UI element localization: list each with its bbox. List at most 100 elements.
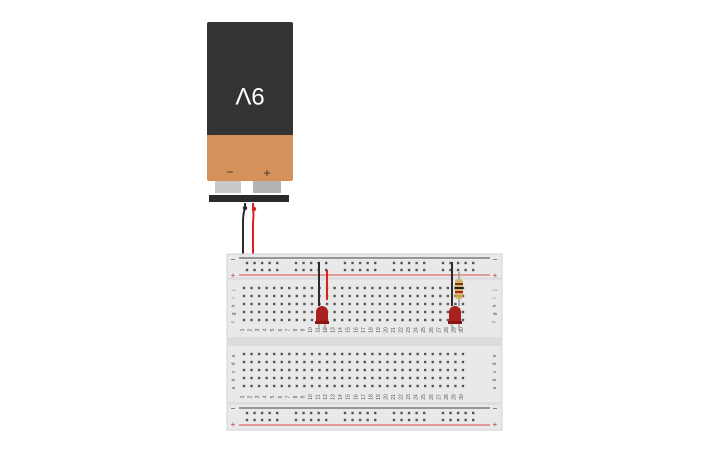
terminal-hole[interactable] xyxy=(401,376,404,380)
terminal-hole[interactable] xyxy=(333,302,336,306)
terminal-hole[interactable] xyxy=(356,384,359,388)
rail-hole[interactable] xyxy=(449,261,452,265)
terminal-hole[interactable] xyxy=(250,376,253,380)
rail-hole[interactable] xyxy=(260,268,264,272)
battery-minus-terminal[interactable] xyxy=(215,181,241,193)
rail-hole[interactable] xyxy=(423,411,426,415)
terminal-hole[interactable] xyxy=(431,368,434,372)
terminal-hole[interactable] xyxy=(288,302,291,306)
terminal-hole[interactable] xyxy=(393,294,397,298)
terminal-hole[interactable] xyxy=(416,376,419,380)
terminal-hole[interactable] xyxy=(257,376,261,380)
terminal-hole[interactable] xyxy=(431,302,434,306)
terminal-hole[interactable] xyxy=(408,360,412,364)
rail-hole[interactable] xyxy=(253,411,256,415)
rail-hole[interactable] xyxy=(317,418,320,422)
rail-hole[interactable] xyxy=(456,268,460,272)
terminal-hole[interactable] xyxy=(454,360,457,364)
terminal-hole[interactable] xyxy=(363,318,366,322)
battery-plus-terminal[interactable] xyxy=(253,181,281,193)
terminal-hole[interactable] xyxy=(446,310,450,314)
terminal-hole[interactable] xyxy=(265,286,268,290)
terminal-hole[interactable] xyxy=(393,384,397,388)
terminal-hole[interactable] xyxy=(446,294,450,298)
rail-hole[interactable] xyxy=(374,268,377,272)
terminal-hole[interactable] xyxy=(348,310,351,314)
terminal-hole[interactable] xyxy=(356,318,359,322)
terminal-hole[interactable] xyxy=(386,294,389,298)
terminal-hole[interactable] xyxy=(325,376,329,380)
terminal-hole[interactable] xyxy=(273,352,276,356)
rail-hole[interactable] xyxy=(358,411,362,415)
rail-hole[interactable] xyxy=(472,268,475,272)
rail-hole[interactable] xyxy=(268,418,271,422)
terminal-hole[interactable] xyxy=(408,368,412,372)
terminal-hole[interactable] xyxy=(303,294,306,298)
terminal-hole[interactable] xyxy=(431,360,434,364)
terminal-hole[interactable] xyxy=(386,352,389,356)
rail-hole[interactable] xyxy=(400,268,403,272)
terminal-hole[interactable] xyxy=(401,310,404,314)
terminal-hole[interactable] xyxy=(363,384,366,388)
terminal-hole[interactable] xyxy=(273,318,276,322)
rail-hole[interactable] xyxy=(325,418,328,422)
terminal-hole[interactable] xyxy=(461,302,465,306)
terminal-hole[interactable] xyxy=(393,352,397,356)
terminal-hole[interactable] xyxy=(280,368,283,372)
terminal-hole[interactable] xyxy=(242,302,246,306)
terminal-hole[interactable] xyxy=(424,376,427,380)
terminal-hole[interactable] xyxy=(340,294,344,298)
terminal-hole[interactable] xyxy=(371,368,374,372)
terminal-hole[interactable] xyxy=(431,352,434,356)
terminal-hole[interactable] xyxy=(273,376,276,380)
terminal-hole[interactable] xyxy=(378,360,382,364)
terminal-hole[interactable] xyxy=(280,376,283,380)
terminal-hole[interactable] xyxy=(273,310,276,314)
terminal-hole[interactable] xyxy=(371,384,374,388)
terminal-hole[interactable] xyxy=(265,368,268,372)
terminal-hole[interactable] xyxy=(348,376,351,380)
terminal-hole[interactable] xyxy=(348,360,351,364)
terminal-hole[interactable] xyxy=(310,310,314,314)
terminal-hole[interactable] xyxy=(280,318,283,322)
terminal-hole[interactable] xyxy=(257,384,261,388)
rail-hole[interactable] xyxy=(449,411,452,415)
terminal-hole[interactable] xyxy=(348,368,351,372)
rail-hole[interactable] xyxy=(415,418,418,422)
rail-hole[interactable] xyxy=(276,418,279,422)
terminal-hole[interactable] xyxy=(378,384,382,388)
terminal-hole[interactable] xyxy=(288,294,291,298)
terminal-hole[interactable] xyxy=(318,384,321,388)
terminal-hole[interactable] xyxy=(242,294,246,298)
terminal-hole[interactable] xyxy=(378,318,382,322)
terminal-hole[interactable] xyxy=(378,302,382,306)
terminal-hole[interactable] xyxy=(371,360,374,364)
terminal-hole[interactable] xyxy=(439,302,442,306)
terminal-hole[interactable] xyxy=(461,310,465,314)
rail-hole[interactable] xyxy=(456,261,460,265)
terminal-hole[interactable] xyxy=(340,384,344,388)
terminal-hole[interactable] xyxy=(371,310,374,314)
terminal-hole[interactable] xyxy=(295,360,299,364)
rail-hole[interactable] xyxy=(302,411,305,415)
terminal-hole[interactable] xyxy=(288,376,291,380)
terminal-hole[interactable] xyxy=(416,360,419,364)
terminal-hole[interactable] xyxy=(386,318,389,322)
terminal-hole[interactable] xyxy=(386,376,389,380)
terminal-hole[interactable] xyxy=(431,318,434,322)
terminal-hole[interactable] xyxy=(416,318,419,322)
rail-hole[interactable] xyxy=(441,261,445,265)
rail-hole[interactable] xyxy=(245,268,249,272)
rail-hole[interactable] xyxy=(464,268,467,272)
rail-hole[interactable] xyxy=(260,411,264,415)
rail-hole[interactable] xyxy=(276,261,279,265)
rail-hole[interactable] xyxy=(423,261,426,265)
terminal-hole[interactable] xyxy=(273,302,276,306)
terminal-hole[interactable] xyxy=(303,318,306,322)
rail-hole[interactable] xyxy=(276,411,279,415)
rail-hole[interactable] xyxy=(374,261,377,265)
terminal-hole[interactable] xyxy=(340,360,344,364)
terminal-hole[interactable] xyxy=(303,310,306,314)
rail-hole[interactable] xyxy=(407,261,411,265)
